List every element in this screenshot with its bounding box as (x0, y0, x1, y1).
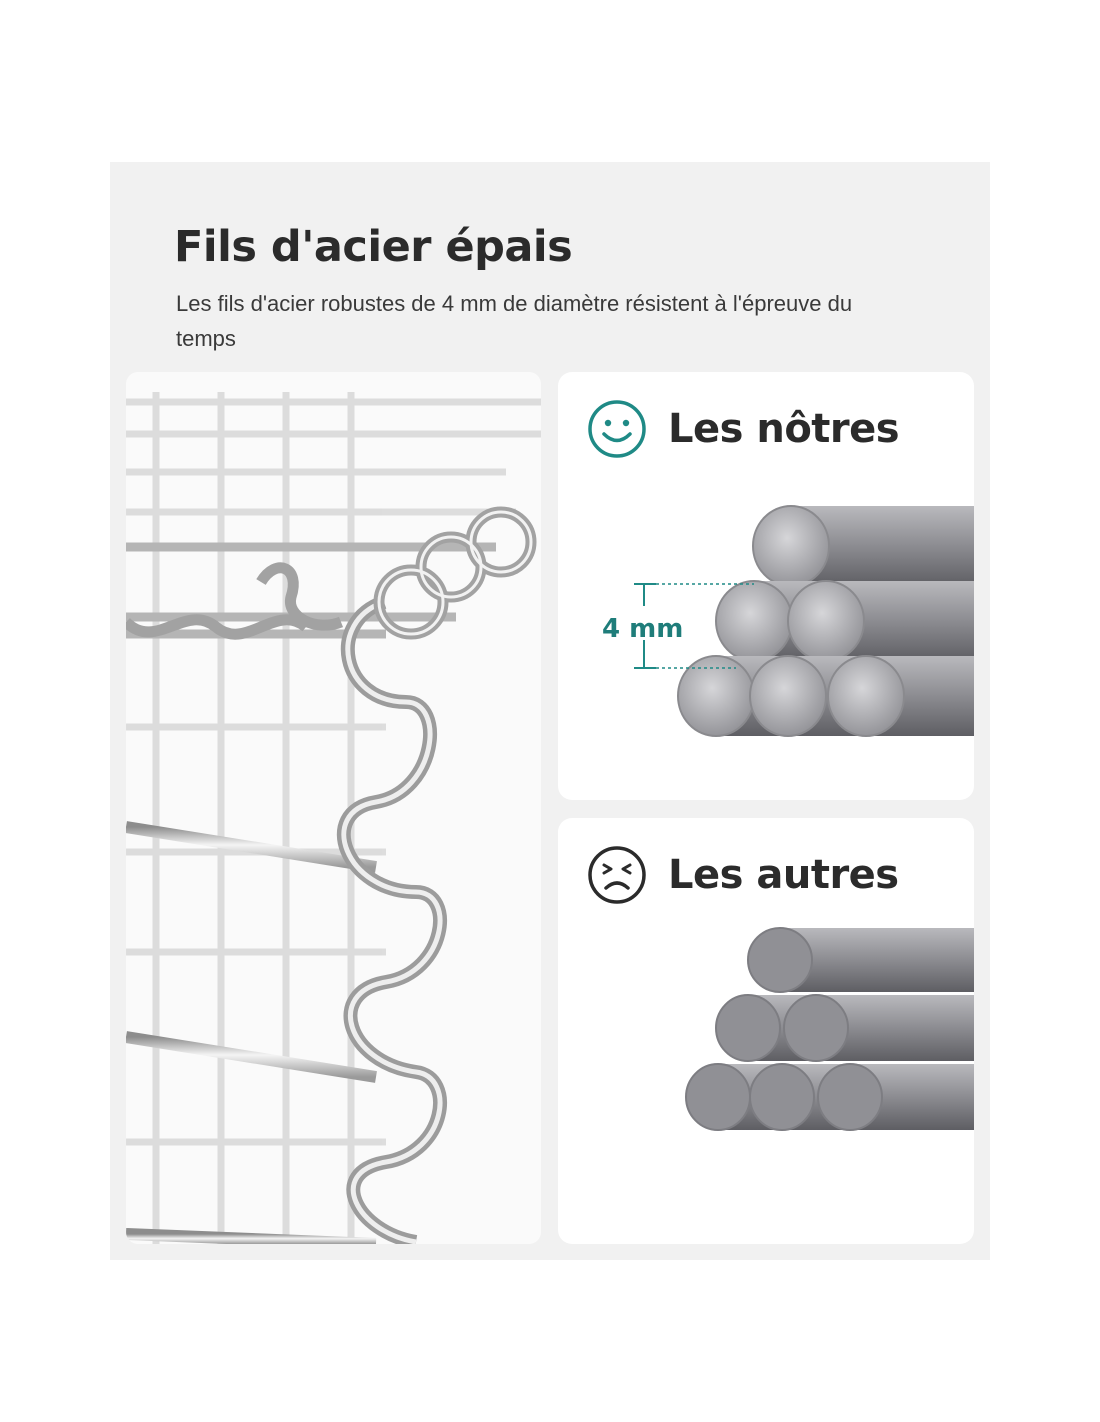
ours-label: Les nôtres (668, 406, 900, 452)
smiley-face-icon (588, 400, 646, 458)
others-card: Les autres (558, 818, 974, 1244)
page-title: Fils d'acier épais (174, 222, 573, 272)
ours-card: Les nôtres (558, 372, 974, 800)
thick-rods-image (634, 505, 974, 737)
others-label: Les autres (668, 852, 899, 898)
wire-mesh-image (126, 372, 541, 1244)
dimension-label: 4 mm (602, 614, 684, 644)
page-subtitle: Les fils d'acier robustes de 4 mm de dia… (176, 291, 853, 351)
thin-rods-image (685, 927, 974, 1131)
unhappy-face-icon (588, 846, 646, 904)
feature-panel: Fils d'acier épais Les fils d'acier robu… (110, 162, 990, 1260)
